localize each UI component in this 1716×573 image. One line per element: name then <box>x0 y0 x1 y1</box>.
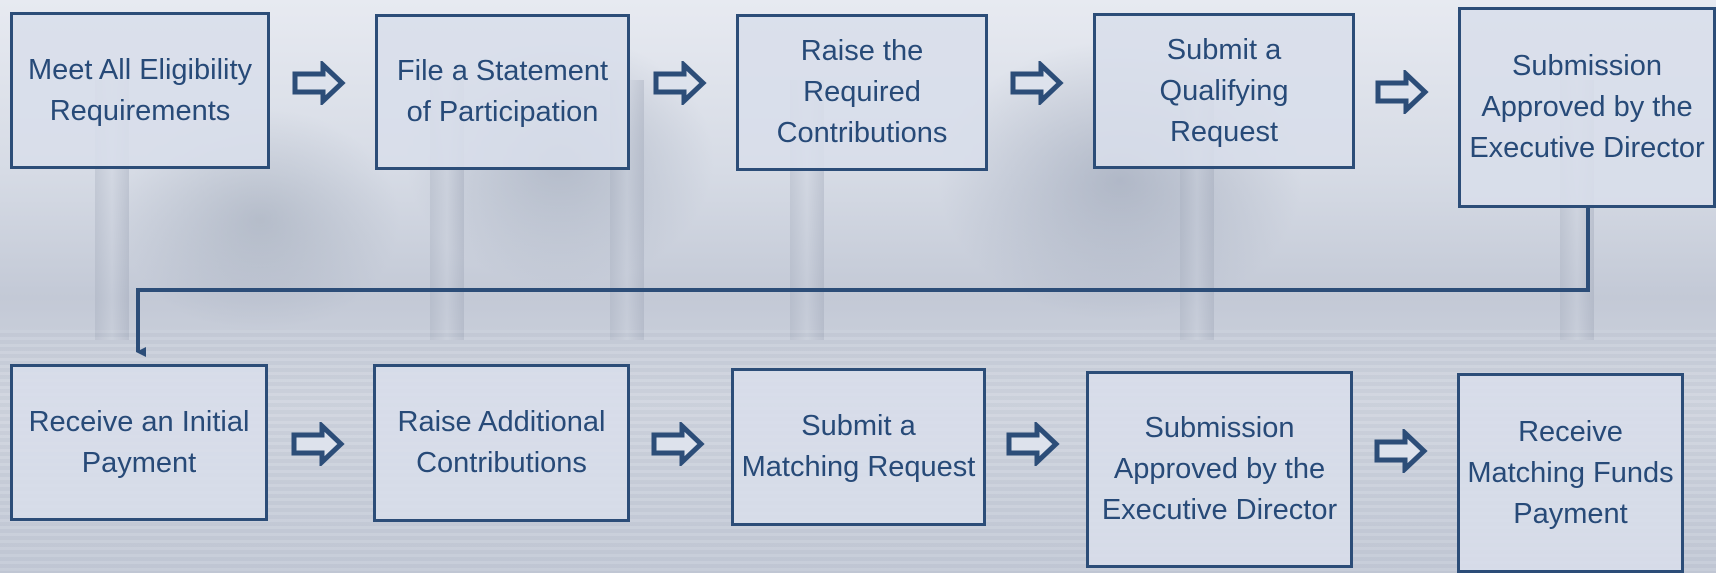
flow-step: Submission Approved by the Executive Dir… <box>1086 371 1353 568</box>
flow-step: Submission Approved by the Executive Dir… <box>1458 7 1716 208</box>
flow-step: Raise the Required Contributions <box>736 14 988 171</box>
flow-step-label: Meet All Eligibility Requirements <box>27 53 253 127</box>
flow-step: Raise Additional Contributions <box>373 364 630 522</box>
flow-step-label: Submit a Matching Request <box>741 410 976 483</box>
flow-step: Submit a Matching Request <box>731 368 986 526</box>
flow-step-label: Raise the Required Contributions <box>776 35 948 149</box>
flow-step-label: Raise Additional Contributions <box>397 406 606 479</box>
flow-step-label: Submit a Qualifying Request <box>1159 33 1289 148</box>
right-arrow-icon <box>653 61 707 105</box>
flow-step-label: Submission Approved by the Executive Dir… <box>1101 412 1338 526</box>
flow-step: Receive an Initial Payment <box>10 364 268 521</box>
flow-step: File a Statement of Participation <box>375 14 630 170</box>
right-arrow-icon <box>1006 422 1060 466</box>
flow-step-label: Receive an Initial Payment <box>28 405 250 479</box>
flow-step-label: Submission Approved by the Executive Dir… <box>1469 50 1705 164</box>
flow-step: Receive Matching Funds Payment <box>1457 373 1684 573</box>
flow-step-label: File a Statement of Participation <box>396 55 609 128</box>
flow-step-label: Receive Matching Funds Payment <box>1467 415 1674 530</box>
flow-step: Submit a Qualifying Request <box>1093 13 1355 169</box>
right-arrow-icon <box>291 422 345 466</box>
right-arrow-icon <box>292 61 346 105</box>
right-arrow-icon <box>651 422 705 466</box>
flow-step: Meet All Eligibility Requirements <box>10 12 270 169</box>
right-arrow-icon <box>1375 70 1429 114</box>
right-arrow-icon <box>1010 61 1064 105</box>
right-arrow-icon <box>1374 429 1428 473</box>
